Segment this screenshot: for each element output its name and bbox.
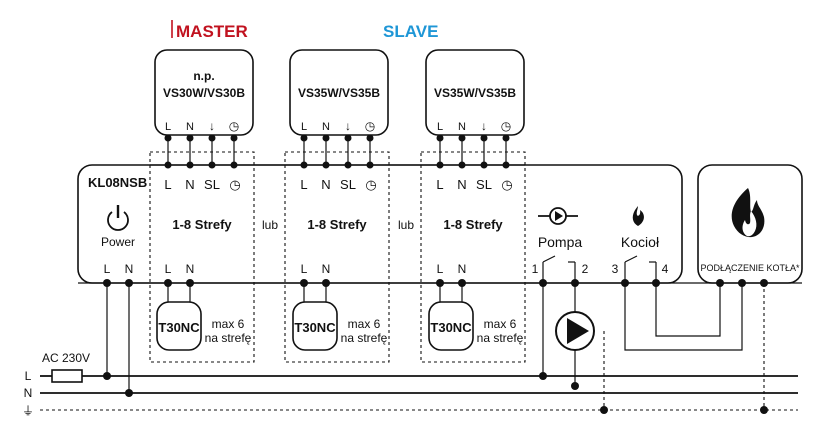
boiler-wiring <box>624 283 768 414</box>
or-label-2: lub <box>398 218 414 232</box>
zone-block-2 <box>284 151 390 363</box>
or-label-1: lub <box>262 218 278 232</box>
zone-terminal-sl: SL <box>476 177 492 192</box>
terminal-l: L <box>165 121 171 133</box>
thermostat-slave-2: VS35W/VS35B L N ↓ ◷ <box>425 49 525 136</box>
terminal-arrow-icon: ↓ <box>345 119 351 133</box>
supply-wiring <box>40 283 798 411</box>
power-icon <box>107 205 129 231</box>
clock-icon: ◷ <box>501 177 512 192</box>
pump-label: Pompa <box>538 234 583 250</box>
terminal-l: L <box>301 121 307 133</box>
clock-icon: ◷ <box>365 177 376 192</box>
zone-terminal-sl: SL <box>340 177 356 192</box>
line-l-label: L <box>25 369 32 383</box>
terminal-l: L <box>437 121 443 133</box>
sensor-1: T30NC max 6 na strefę <box>156 283 252 351</box>
zone-terminal-n: N <box>457 177 466 192</box>
terminal-n: N <box>458 121 466 133</box>
thermostat-model: VS35W/VS35B <box>434 86 516 100</box>
relay-terminal-1: 1 <box>532 262 539 276</box>
boiler-connection-label: PODŁĄCZENIE KOTŁA* <box>700 263 800 273</box>
thermostat-slave-1: VS35W/VS35B L N ↓ ◷ <box>289 49 389 136</box>
terminal-n: N <box>322 121 330 133</box>
terminal-arrow-icon: ↓ <box>481 119 487 133</box>
thermostat-line1: n.p. <box>193 69 214 83</box>
terminal-arrow-icon: ↓ <box>209 119 215 133</box>
power-label: Power <box>101 235 135 249</box>
zone-label: 1-8 Strefy <box>443 217 503 232</box>
zone-block-3 <box>420 151 526 363</box>
sensor-3: T30NC max 6 na strefę <box>428 283 524 351</box>
power-terminal-n: N <box>125 262 134 276</box>
sensor-terminal-l: L <box>437 262 444 276</box>
sensor-note2: na strefę <box>205 331 252 345</box>
sensor-name: T30NC <box>294 320 336 335</box>
controller-name: KL08NSB <box>88 175 147 190</box>
clock-icon: ◷ <box>229 177 240 192</box>
thermostat-model: VS35W/VS35B <box>298 86 380 100</box>
relay-terminal-4: 4 <box>662 262 669 276</box>
pump-motor-icon <box>555 283 608 414</box>
supply-voltage: AC 230V <box>42 351 90 365</box>
sensor-name: T30NC <box>430 320 472 335</box>
boiler-label: Kocioł <box>621 234 660 250</box>
zone-3-terminals: L N SL ◷ 1-8 Strefy <box>436 177 512 232</box>
fuse-icon <box>51 369 83 383</box>
zone-2-terminals: L N SL ◷ 1-8 Strefy <box>300 177 376 232</box>
zone-terminal-l: L <box>300 177 307 192</box>
thermostat-terminal-dots <box>164 134 510 169</box>
sensor-terminal-l: L <box>165 262 172 276</box>
zone-label: 1-8 Strefy <box>172 217 232 232</box>
sensor-note2: na strefę <box>477 331 524 345</box>
sensor-name: T30NC <box>158 320 200 335</box>
clock-icon: ◷ <box>365 119 375 133</box>
sensor-terminal-n: N <box>186 262 195 276</box>
thermostat-model: VS30W/VS30B <box>163 86 245 100</box>
terminal-n: N <box>186 121 194 133</box>
zone-terminal-n: N <box>321 177 330 192</box>
thermostat-master: n.p. VS30W/VS30B L N ↓ ◷ <box>154 49 254 136</box>
sensor-terminal-l: L <box>301 262 308 276</box>
fire-icon <box>731 188 765 238</box>
zone-terminal-sl: SL <box>204 177 220 192</box>
sensor-note1: max 6 <box>348 317 381 331</box>
zone-terminal-l: L <box>164 177 171 192</box>
flame-icon <box>632 206 644 226</box>
clock-icon: ◷ <box>229 119 239 133</box>
pump-icon <box>538 207 578 225</box>
sensor-note2: na strefę <box>341 331 388 345</box>
sensor-terminal-n: N <box>322 262 331 276</box>
sensor-note1: max 6 <box>212 317 245 331</box>
relay-terminal-2: 2 <box>582 262 589 276</box>
zone-terminal-l: L <box>436 177 443 192</box>
slave-label: SLAVE <box>383 22 438 41</box>
clock-icon: ◷ <box>501 119 511 133</box>
sensor-terminal-n: N <box>458 262 467 276</box>
master-label: MASTER <box>176 22 248 41</box>
line-n-label: N <box>24 386 33 400</box>
sensor-2: T30NC max 6 na strefę <box>292 283 388 351</box>
power-terminal-l: L <box>104 262 111 276</box>
ground-icon: ⏚ <box>22 404 34 418</box>
sensor-note1: max 6 <box>484 317 517 331</box>
zone-block-1 <box>149 151 255 363</box>
zone-terminal-n: N <box>185 177 194 192</box>
relay-terminal-3: 3 <box>612 262 619 276</box>
zone-label: 1-8 Strefy <box>307 217 367 232</box>
zone-1-terminals: L N SL ◷ 1-8 Strefy <box>164 177 240 232</box>
